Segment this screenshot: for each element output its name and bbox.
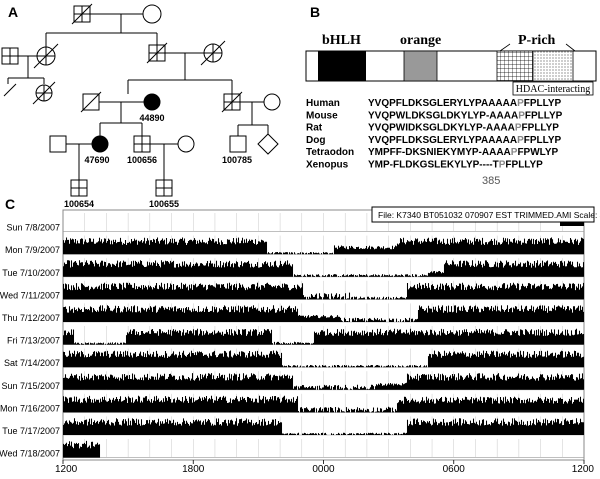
time-tick-label: 1800 (182, 464, 205, 474)
day-label: Sun 7/15/2007 (1, 381, 60, 391)
pedigree-id-100656: 100656 (127, 155, 157, 165)
actogram-day-row (62, 439, 584, 458)
actogram-day-row (62, 258, 585, 278)
time-tick-label: 1200 (55, 464, 78, 474)
actogram-day-row (62, 303, 585, 323)
file-label: File: K7340 BT051032 070907 EST TRIMMED.… (378, 210, 600, 220)
actogram-day-row (62, 326, 585, 345)
panel-b-label: B (310, 4, 320, 20)
actogram-day-row (62, 371, 585, 391)
alignment-sequence: YVQPWIDKSGLDKYLYP-AAAAPFPLLYP (368, 123, 559, 134)
activity-trace (62, 418, 585, 435)
p-rich-domain (496, 50, 534, 82)
actogram-day-row (62, 235, 585, 255)
day-label: Tue 7/10/2007 (2, 268, 60, 278)
activity-trace (62, 373, 585, 390)
pedigree-id-44890: 44890 (139, 113, 164, 123)
pedigree-unknown-sex-diamond (257, 133, 279, 155)
activity-trace (62, 395, 585, 413)
day-label: Wed 7/18/2007 (0, 449, 60, 459)
panel-a-label: A (8, 4, 18, 20)
day-label: Mon 7/9/2007 (5, 245, 60, 255)
orange-domain (403, 50, 438, 82)
hdac-interacting-domain (532, 50, 574, 82)
time-axis: 1200 1800 0000 0600 1200 (55, 460, 595, 475)
alignment-sequence: YMP-FLDKGSLEKYLYP----TPFPLLYP (368, 160, 543, 171)
pedigree-id-100785: 100785 (222, 155, 252, 165)
pedigree-id-100655: 100655 (149, 199, 179, 209)
domain-label-p-rich: P-rich (518, 33, 556, 48)
activity-trace (62, 260, 585, 277)
alignment-sequence: YMPFF-DKSNIEKYMYP-AAAAPFPWLYP (368, 147, 559, 158)
time-tick-label: 0600 (443, 464, 466, 474)
alignment-sequence: YVQPWLDKSGLDKYLYP-AAAAPFPLLYP (368, 110, 563, 121)
pedigree-male-gen4-spouse (49, 135, 67, 153)
day-label: Mon 7/16/2007 (0, 403, 60, 413)
alignment-species: Tetraodon (306, 147, 354, 158)
pedigree-affected-female-44890 (143, 93, 161, 111)
day-label: Sat 7/14/2007 (4, 358, 60, 368)
alignment-species: Human (306, 98, 340, 109)
activity-trace (62, 440, 101, 458)
activity-trace (62, 282, 585, 300)
day-label: Thu 7/12/2007 (2, 313, 60, 323)
panel-c-label: C (5, 196, 15, 212)
hdac-label: HDAC-interacting (516, 84, 590, 95)
pedigree-id-47690: 47690 (84, 155, 109, 165)
activity-trace (62, 350, 585, 368)
actogram-day-row (62, 416, 585, 436)
actogram-day-row (62, 393, 585, 413)
time-tick-label: 0000 (312, 464, 335, 474)
alignment-sequence: YVQPFLDKSGLERYLYPAAAAAPFPLLYP (368, 98, 562, 109)
alignment-position-385: 385 (482, 175, 500, 187)
pedigree-female-gen4-spouse (177, 135, 195, 153)
actogram-rows (62, 213, 585, 458)
alignment-species: Mouse (306, 110, 338, 121)
activity-trace (62, 237, 585, 255)
day-label: Wed 7/11/2007 (0, 290, 60, 300)
activity-trace (62, 328, 585, 345)
row-marker (560, 222, 584, 226)
day-label: Fri 7/13/2007 (7, 336, 60, 346)
domain-label-bhlh: bHLH (322, 33, 361, 48)
activity-trace (62, 305, 585, 322)
alignment-species: Rat (306, 123, 323, 134)
file-label-box (371, 206, 595, 223)
alignment-species: Xenopus (306, 160, 349, 171)
p-rich-bracket (499, 43, 576, 52)
actogram-day-row (62, 348, 585, 368)
pedigree-affected-female-47690 (91, 135, 109, 153)
pedigree-female-gen3-right (263, 93, 281, 111)
pedigree: A (1, 3, 281, 209)
hdac-label-box (512, 81, 594, 96)
day-label: Sun 7/8/2007 (6, 223, 60, 233)
alignment-species: Dog (306, 135, 325, 146)
pedigree-female-gen1 (142, 4, 162, 24)
protein-schematic: B bHLH orange P-rich HDAC-interacting Hu… (305, 4, 597, 187)
actogram-day-row (62, 280, 585, 300)
time-tick-label: 1200 (572, 464, 595, 474)
domain-label-orange: orange (400, 33, 441, 48)
pedigree-male-100785 (229, 135, 247, 153)
day-label: Tue 7/17/2007 (2, 426, 60, 436)
pedigree-id-100654: 100654 (64, 199, 94, 209)
alignment-sequence: YVQPFLDKSGLERYLYPAAAAAPFPLLYP (368, 135, 562, 146)
bhlh-domain (318, 51, 366, 81)
